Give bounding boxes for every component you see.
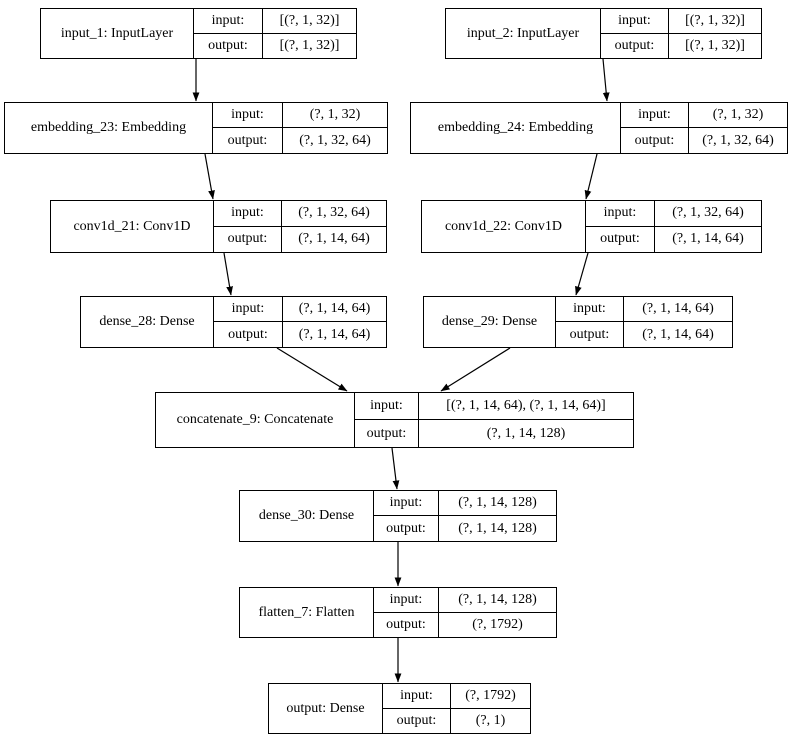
layer-node-flatten-7: flatten_7: Flatten input: (?, 1, 14, 128… (239, 587, 557, 638)
output-label: output: (355, 420, 419, 447)
layer-title: embedding_24: Embedding (411, 103, 621, 153)
input-shape: (?, 1, 32, 64) (282, 201, 386, 227)
input-shape: (?, 1, 14, 64) (283, 297, 386, 322)
output-label: output: (194, 33, 263, 58)
layer-title: output: Dense (269, 684, 383, 733)
layer-title: dense_29: Dense (424, 297, 556, 347)
input-shape: [(?, 1, 32)] (669, 9, 761, 34)
input-label: input: (374, 588, 439, 613)
output-shape: (?, 1) (475, 712, 506, 728)
input-label: input: (214, 297, 283, 322)
layer-title: conv1d_22: Conv1D (422, 201, 586, 252)
edge-input-2-to-embedding-24 (602, 58, 610, 102)
layer-node-dense-30: dense_30: Dense input: (?, 1, 14, 128) o… (239, 490, 557, 542)
output-shape: (?, 1, 32, 64) (702, 132, 774, 148)
input-shape: (?, 1792) (451, 684, 530, 709)
layer-node-conv1d-21: conv1d_21: Conv1D input: (?, 1, 32, 64) … (50, 200, 387, 253)
layer-node-embedding-23: embedding_23: Embedding input: (?, 1, 32… (4, 102, 388, 154)
input-label: input: (214, 201, 282, 227)
output-label: output: (374, 516, 439, 541)
input-shape: (?, 1, 32, 64) (655, 201, 761, 227)
output-label: output: (621, 128, 689, 153)
output-label: output: (214, 226, 282, 252)
input-shape: (?, 1, 32) (283, 103, 387, 128)
input-label: input: (355, 393, 419, 420)
output-label: output: (213, 128, 283, 153)
output-label: output: (374, 612, 439, 637)
output-shape: [(?, 1, 32)] (279, 37, 340, 53)
input-label: input: (383, 684, 451, 709)
layer-node-concatenate-9: concatenate_9: Concatenate input: [(?, 1… (155, 392, 634, 448)
input-label: input: (213, 103, 283, 128)
layer-title: dense_28: Dense (81, 297, 214, 347)
edge-conv1d-22-to-dense-29 (575, 252, 589, 296)
edge-embedding-24-to-conv1d-22 (584, 153, 598, 200)
layer-node-output: output: Dense input: (?, 1792) output: (… (268, 683, 531, 734)
input-label: input: (374, 491, 439, 516)
input-shape: (?, 1, 14, 64) (624, 297, 732, 322)
output-label: output: (383, 708, 451, 733)
input-shape: (?, 1, 14, 128) (439, 588, 556, 613)
output-label: output: (601, 33, 669, 58)
input-label: input: (601, 9, 669, 34)
layer-node-embedding-24: embedding_24: Embedding input: (?, 1, 32… (410, 102, 788, 154)
output-shape: (?, 1792) (472, 616, 523, 632)
output-shape: (?, 1, 14, 128) (486, 425, 566, 441)
input-label: input: (621, 103, 689, 128)
input-shape: [(?, 1, 32)] (263, 9, 356, 34)
edge-conv1d-21-to-dense-28 (223, 252, 233, 296)
edge-dense-29-to-concatenate-9 (440, 347, 511, 392)
edge-dense-28-to-concatenate-9 (276, 347, 348, 392)
output-shape: (?, 1, 14, 64) (298, 326, 371, 342)
output-shape: (?, 1, 14, 64) (642, 326, 714, 342)
output-label: output: (556, 322, 624, 347)
layer-title: dense_30: Dense (240, 491, 374, 541)
layer-title: concatenate_9: Concatenate (156, 393, 355, 447)
output-shape: (?, 1, 14, 64) (298, 231, 370, 247)
input-label: input: (556, 297, 624, 322)
layer-title: input_1: InputLayer (41, 9, 194, 58)
input-shape: (?, 1, 14, 128) (439, 491, 556, 516)
layer-node-dense-29: dense_29: Dense input: (?, 1, 14, 64) ou… (423, 296, 733, 348)
output-shape: [(?, 1, 32)] (685, 37, 745, 53)
layer-title: embedding_23: Embedding (5, 103, 213, 153)
output-shape: (?, 1, 32, 64) (299, 132, 371, 148)
output-label: output: (586, 226, 655, 252)
output-shape: (?, 1, 14, 64) (672, 231, 744, 247)
edge-embedding-23-to-conv1d-21 (204, 153, 215, 200)
output-shape: (?, 1, 14, 128) (458, 520, 537, 536)
edge-concatenate-9-to-dense-30 (391, 447, 400, 490)
layer-node-input-1: input_1: InputLayer input: [(?, 1, 32)] … (40, 8, 357, 59)
input-shape: [(?, 1, 14, 64), (?, 1, 14, 64)] (419, 393, 633, 420)
layer-title: conv1d_21: Conv1D (51, 201, 214, 252)
layer-title: flatten_7: Flatten (240, 588, 374, 637)
layer-title: input_2: InputLayer (446, 9, 601, 58)
layer-node-input-2: input_2: InputLayer input: [(?, 1, 32)] … (445, 8, 762, 59)
layer-node-conv1d-22: conv1d_22: Conv1D input: (?, 1, 32, 64) … (421, 200, 762, 253)
output-label: output: (214, 322, 283, 347)
layer-node-dense-28: dense_28: Dense input: (?, 1, 14, 64) ou… (80, 296, 387, 348)
input-label: input: (586, 201, 655, 227)
input-shape: (?, 1, 32) (689, 103, 787, 128)
input-label: input: (194, 9, 263, 34)
